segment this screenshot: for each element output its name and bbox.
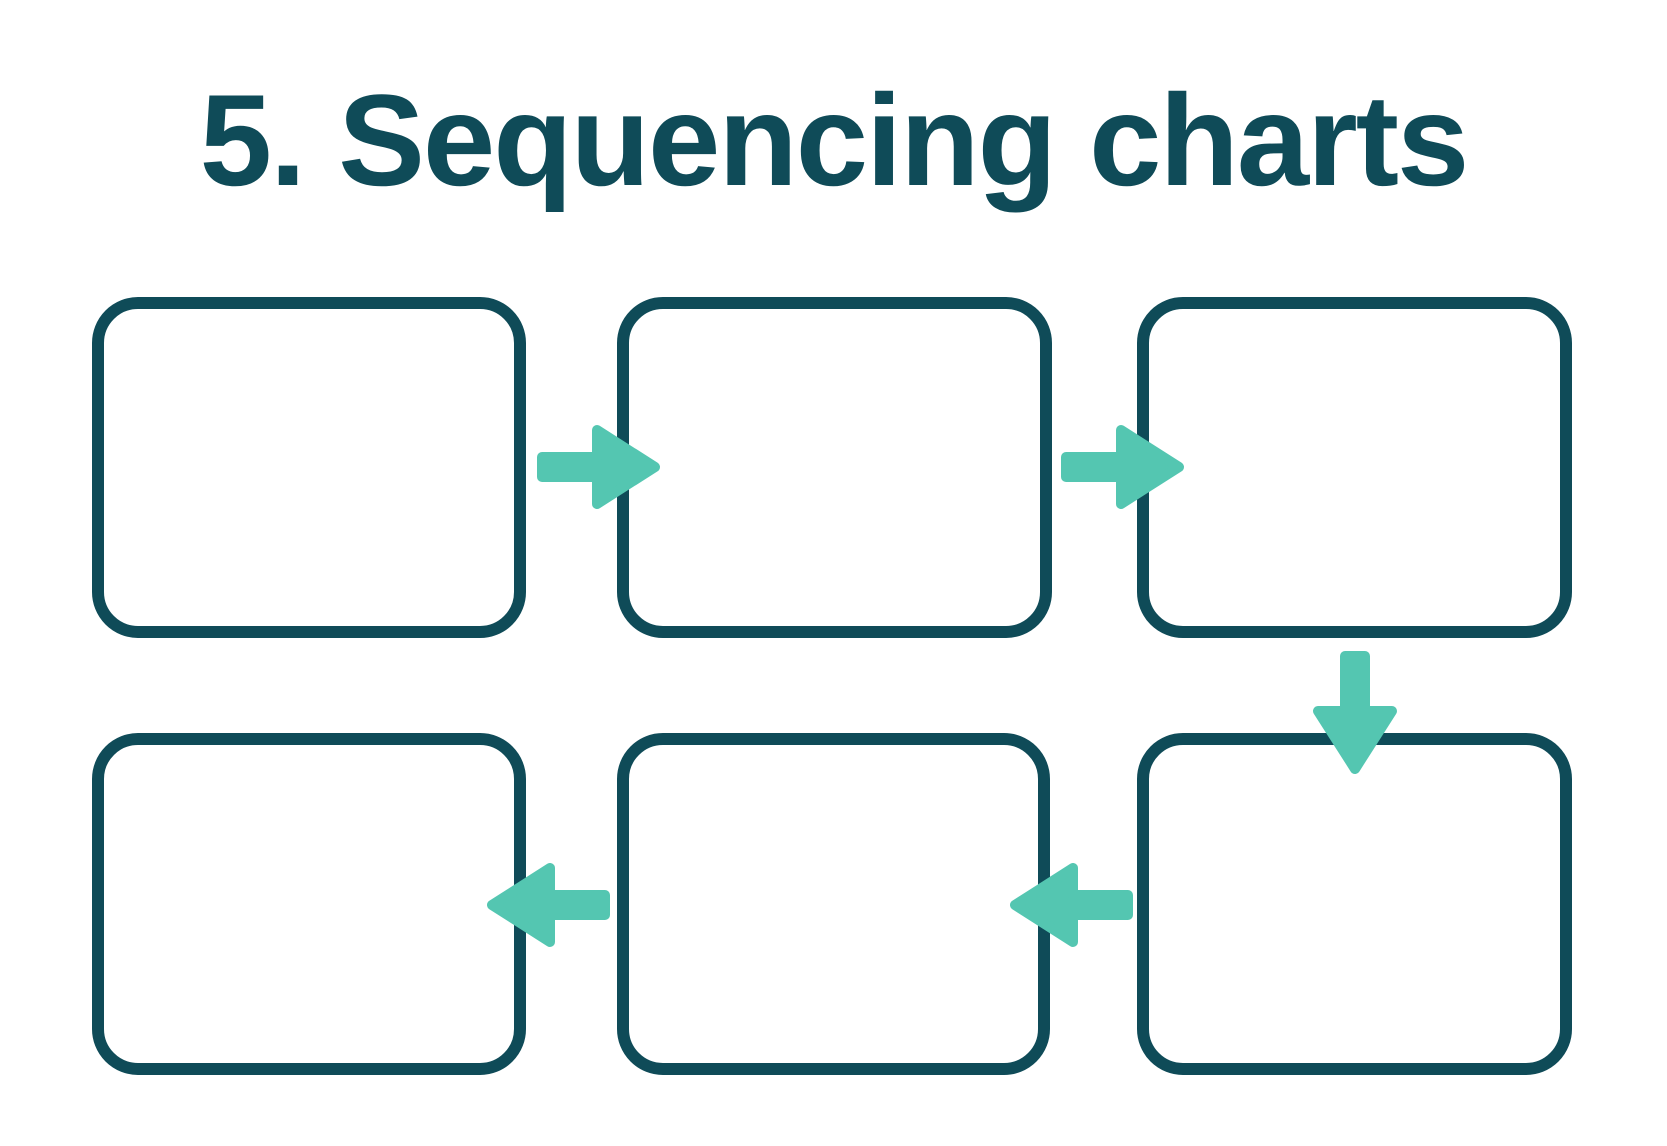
sequence-box-2 xyxy=(617,297,1052,638)
arrow-right-icon xyxy=(1056,425,1184,509)
arrow-right-icon xyxy=(532,425,660,509)
sequence-box-4 xyxy=(92,733,526,1075)
page-title: 5. Sequencing charts xyxy=(199,67,1470,213)
sequence-box-1 xyxy=(92,297,526,638)
arrow-down-icon xyxy=(1313,646,1397,774)
sequence-box-3 xyxy=(1137,297,1572,638)
arrow-left-icon xyxy=(487,863,615,947)
sequence-box-5 xyxy=(617,733,1050,1075)
arrow-left-icon xyxy=(1010,863,1138,947)
sequence-box-6 xyxy=(1137,733,1572,1075)
